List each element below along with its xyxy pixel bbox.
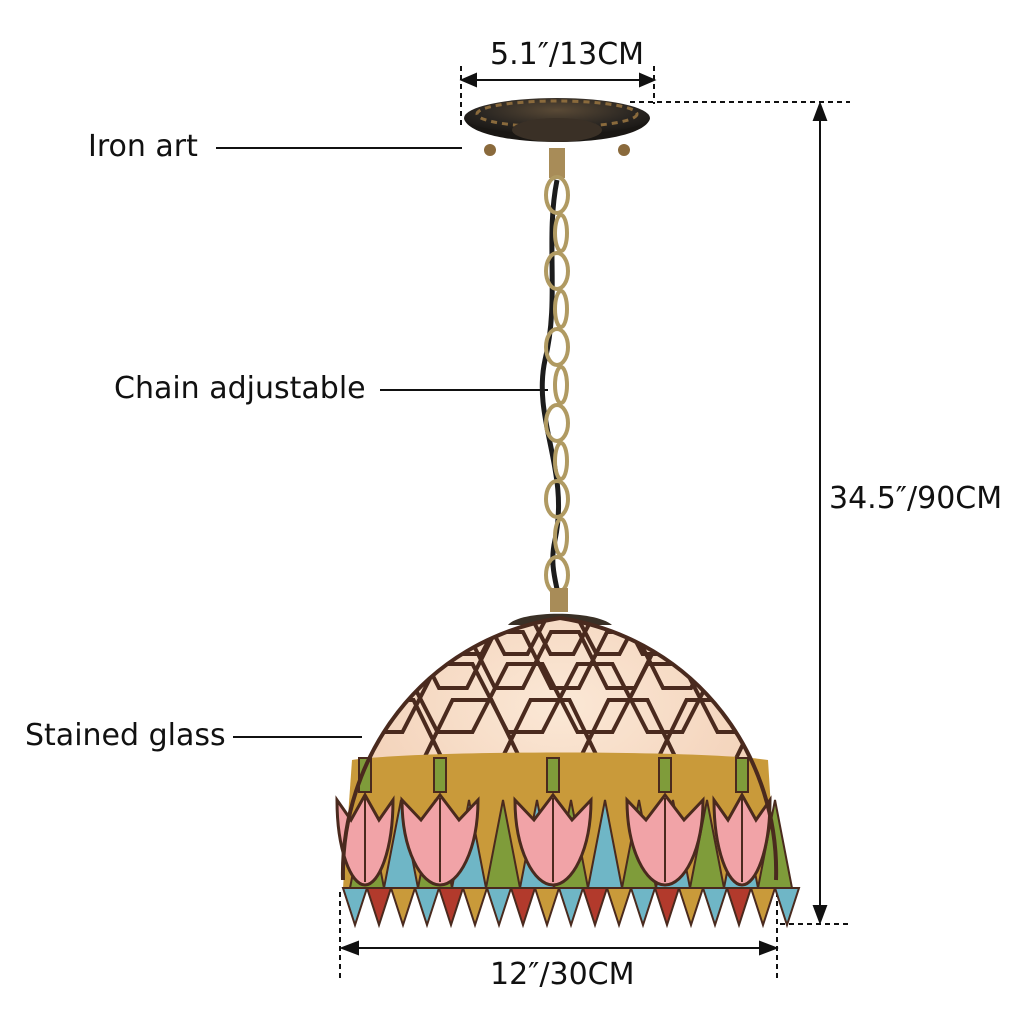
adjustable-chain: [544, 175, 570, 595]
chain-adjustable-label: Chain adjustable: [114, 371, 366, 406]
label-leader-lines: [216, 147, 548, 738]
stained-glass-label: Stained glass: [25, 718, 226, 753]
height-dimension: [630, 101, 850, 925]
canopy-width-dimension: [459, 66, 657, 128]
iron-art-canopy: [464, 98, 650, 178]
shade-width-text: 12″/30CM: [490, 957, 635, 992]
canopy-width-text: 5.1″/13CM: [490, 37, 645, 72]
stained-glass-shade: [335, 615, 801, 929]
iron-art-label: Iron art: [88, 129, 198, 164]
shade-width-dimension: [339, 892, 779, 980]
total-height-text: 34.5″/90CM: [829, 481, 1003, 516]
